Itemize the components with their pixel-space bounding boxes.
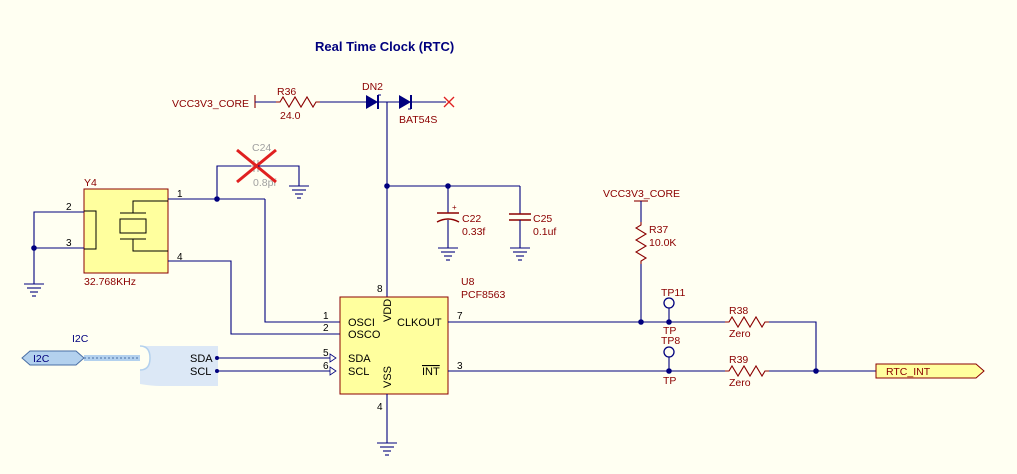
u8-pin-6-number: 6 (323, 361, 329, 372)
dnp-cross-icon (236, 148, 277, 184)
svg-text:TP: TP (663, 375, 676, 387)
y4-pin-2-number: 2 (66, 202, 72, 213)
ground-symbol (24, 283, 44, 297)
c24-capacitor-not-populated: C24 0.8pf (251, 142, 276, 189)
y4-pin-4-number: 4 (177, 252, 183, 263)
svg-text:TP8: TP8 (661, 335, 680, 347)
c25-capacitor: C25 0.1uf (509, 186, 556, 248)
svg-text:0.33f: 0.33f (462, 226, 485, 238)
svg-text:32.768KHz: 32.768KHz (84, 276, 136, 288)
vcc-core-left-power-port: VCC3V3_CORE (172, 95, 276, 110)
r39-resistor: R39 Zero (725, 354, 769, 389)
rtc-int-port: RTC_INT (875, 363, 985, 379)
svg-text:I2C: I2C (33, 353, 50, 365)
u8-pin-8-number: 8 (377, 284, 383, 295)
ground-symbol (510, 247, 530, 261)
junction-dot (666, 319, 672, 325)
y4-pin-1-number: 1 (177, 189, 183, 200)
svg-text:0.8pf: 0.8pf (253, 177, 276, 189)
svg-text:TP: TP (663, 325, 676, 337)
u8-pin-scl: SCL (348, 366, 369, 378)
svg-text:TP11: TP11 (661, 287, 685, 299)
svg-text:VCC3V3_CORE: VCC3V3_CORE (603, 188, 680, 200)
u8-ref: U8 (461, 276, 475, 288)
r38-resistor: R38 Zero (725, 305, 769, 340)
y4-pin-3-number: 3 (66, 238, 72, 249)
u8-pin-osco: OSCO (348, 329, 381, 341)
u8-pin-vdd: VDD (382, 299, 394, 322)
svg-text:C25: C25 (533, 213, 552, 225)
u8-pin-int: INT (422, 366, 440, 378)
svg-text:R39: R39 (729, 354, 748, 366)
svg-text:R36: R36 (277, 86, 296, 98)
i2c-bus-harness (84, 345, 218, 386)
u8-pin-vss: VSS (382, 366, 394, 388)
bus-sda-label: SDA (190, 353, 213, 365)
svg-text:10.0K: 10.0K (649, 237, 676, 249)
u8-pin-2-number: 2 (323, 323, 329, 334)
y4-crystal: Y4 32.768KHz (83, 177, 169, 288)
u8-pin-1-number: 1 (323, 311, 329, 322)
c22-capacitor: + C22 0.33f (436, 186, 485, 248)
svg-text:+: + (452, 203, 457, 212)
r36-resistor: R36 24.0 (276, 86, 320, 122)
svg-text:Zero: Zero (729, 328, 751, 340)
u8-pin-3-number: 3 (457, 361, 463, 372)
ground-symbol (289, 185, 309, 199)
svg-text:R38: R38 (729, 305, 748, 317)
tp11-test-point: TP11 TP (661, 287, 685, 337)
u8-pin-4-number: 4 (377, 402, 383, 413)
svg-text:24.0: 24.0 (280, 110, 301, 122)
svg-text:R37: R37 (649, 224, 668, 236)
u8-pin-5-number: 5 (323, 348, 329, 359)
u8-pin-7-number: 7 (457, 311, 463, 322)
u8-pin-sda: SDA (348, 353, 371, 365)
svg-text:Y4: Y4 (84, 177, 97, 189)
tp8-test-point: TP8 TP (661, 335, 680, 387)
dn2-diode: DN2 BAT54S (362, 81, 446, 126)
svg-text:0.1uf: 0.1uf (533, 226, 556, 238)
svg-text:BAT54S: BAT54S (399, 114, 437, 126)
svg-text:RTC_INT: RTC_INT (886, 366, 931, 378)
no-connect-marker (443, 96, 455, 108)
ground-symbol (438, 247, 458, 261)
u8-pin-clkout: CLKOUT (397, 317, 442, 329)
schematic-title: Real Time Clock (RTC) (315, 39, 454, 54)
junction-dot (384, 183, 390, 189)
r37-resistor: R37 10.0K (634, 222, 676, 264)
u8-pin-osci: OSCI (348, 317, 375, 329)
svg-text:C24: C24 (252, 142, 271, 154)
bus-scl-label: SCL (190, 366, 211, 378)
svg-text:Zero: Zero (729, 377, 751, 389)
junction-dot (666, 368, 672, 374)
u8-part: PCF8563 (461, 289, 506, 301)
u8-chip (339, 296, 449, 395)
svg-text:DN2: DN2 (362, 81, 383, 93)
i2c-port: I2C (21, 350, 85, 366)
junction-dot (638, 319, 644, 325)
vcc-core-right-power-port: VCC3V3_CORE (603, 188, 680, 202)
junction-dot (813, 368, 819, 374)
i2c-bus-label: I2C (72, 333, 89, 345)
ground-symbol (377, 442, 397, 456)
svg-text:C22: C22 (462, 213, 481, 225)
svg-text:VCC3V3_CORE: VCC3V3_CORE (172, 98, 249, 110)
